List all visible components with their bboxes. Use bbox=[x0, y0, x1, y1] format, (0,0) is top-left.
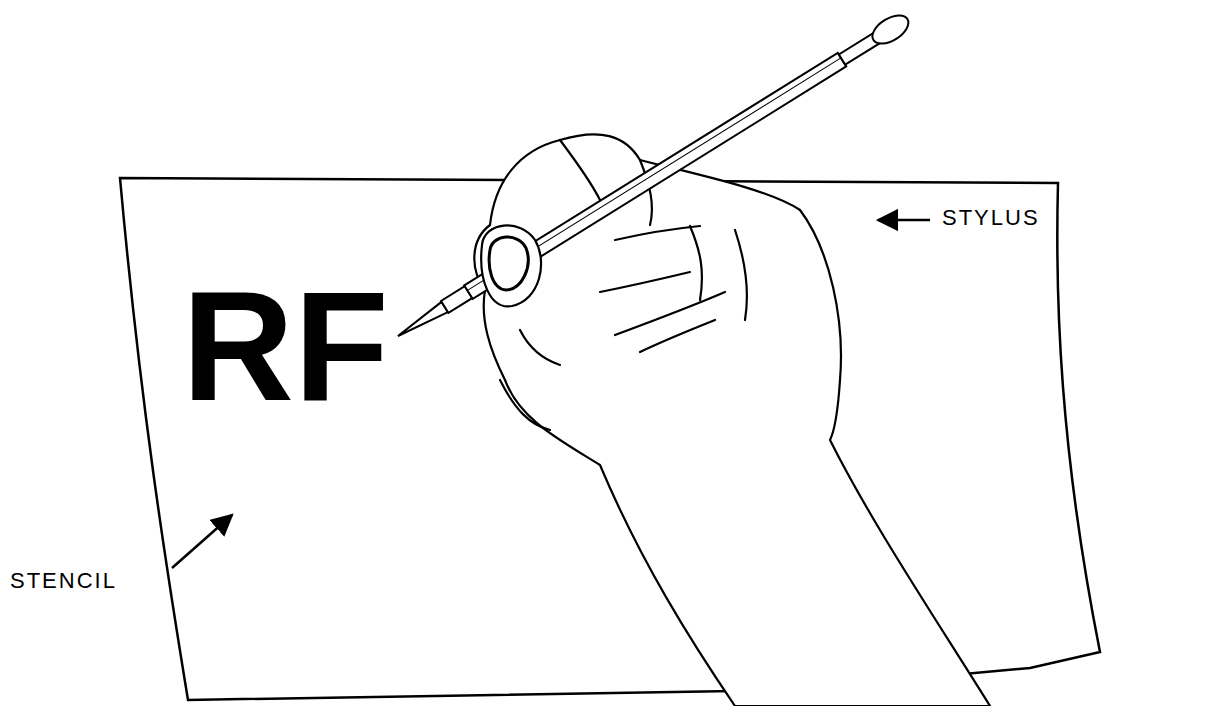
hand-drawing bbox=[474, 134, 990, 706]
stylus-drawing bbox=[392, 10, 913, 346]
stencil-arrow bbox=[172, 515, 232, 568]
part-label: STYLUS bbox=[942, 207, 1040, 229]
stylus-arrow bbox=[878, 219, 930, 222]
part-label: STENCIL bbox=[10, 570, 117, 592]
stencil-lettering: RF bbox=[182, 269, 389, 424]
thumb-drawing bbox=[481, 225, 541, 306]
